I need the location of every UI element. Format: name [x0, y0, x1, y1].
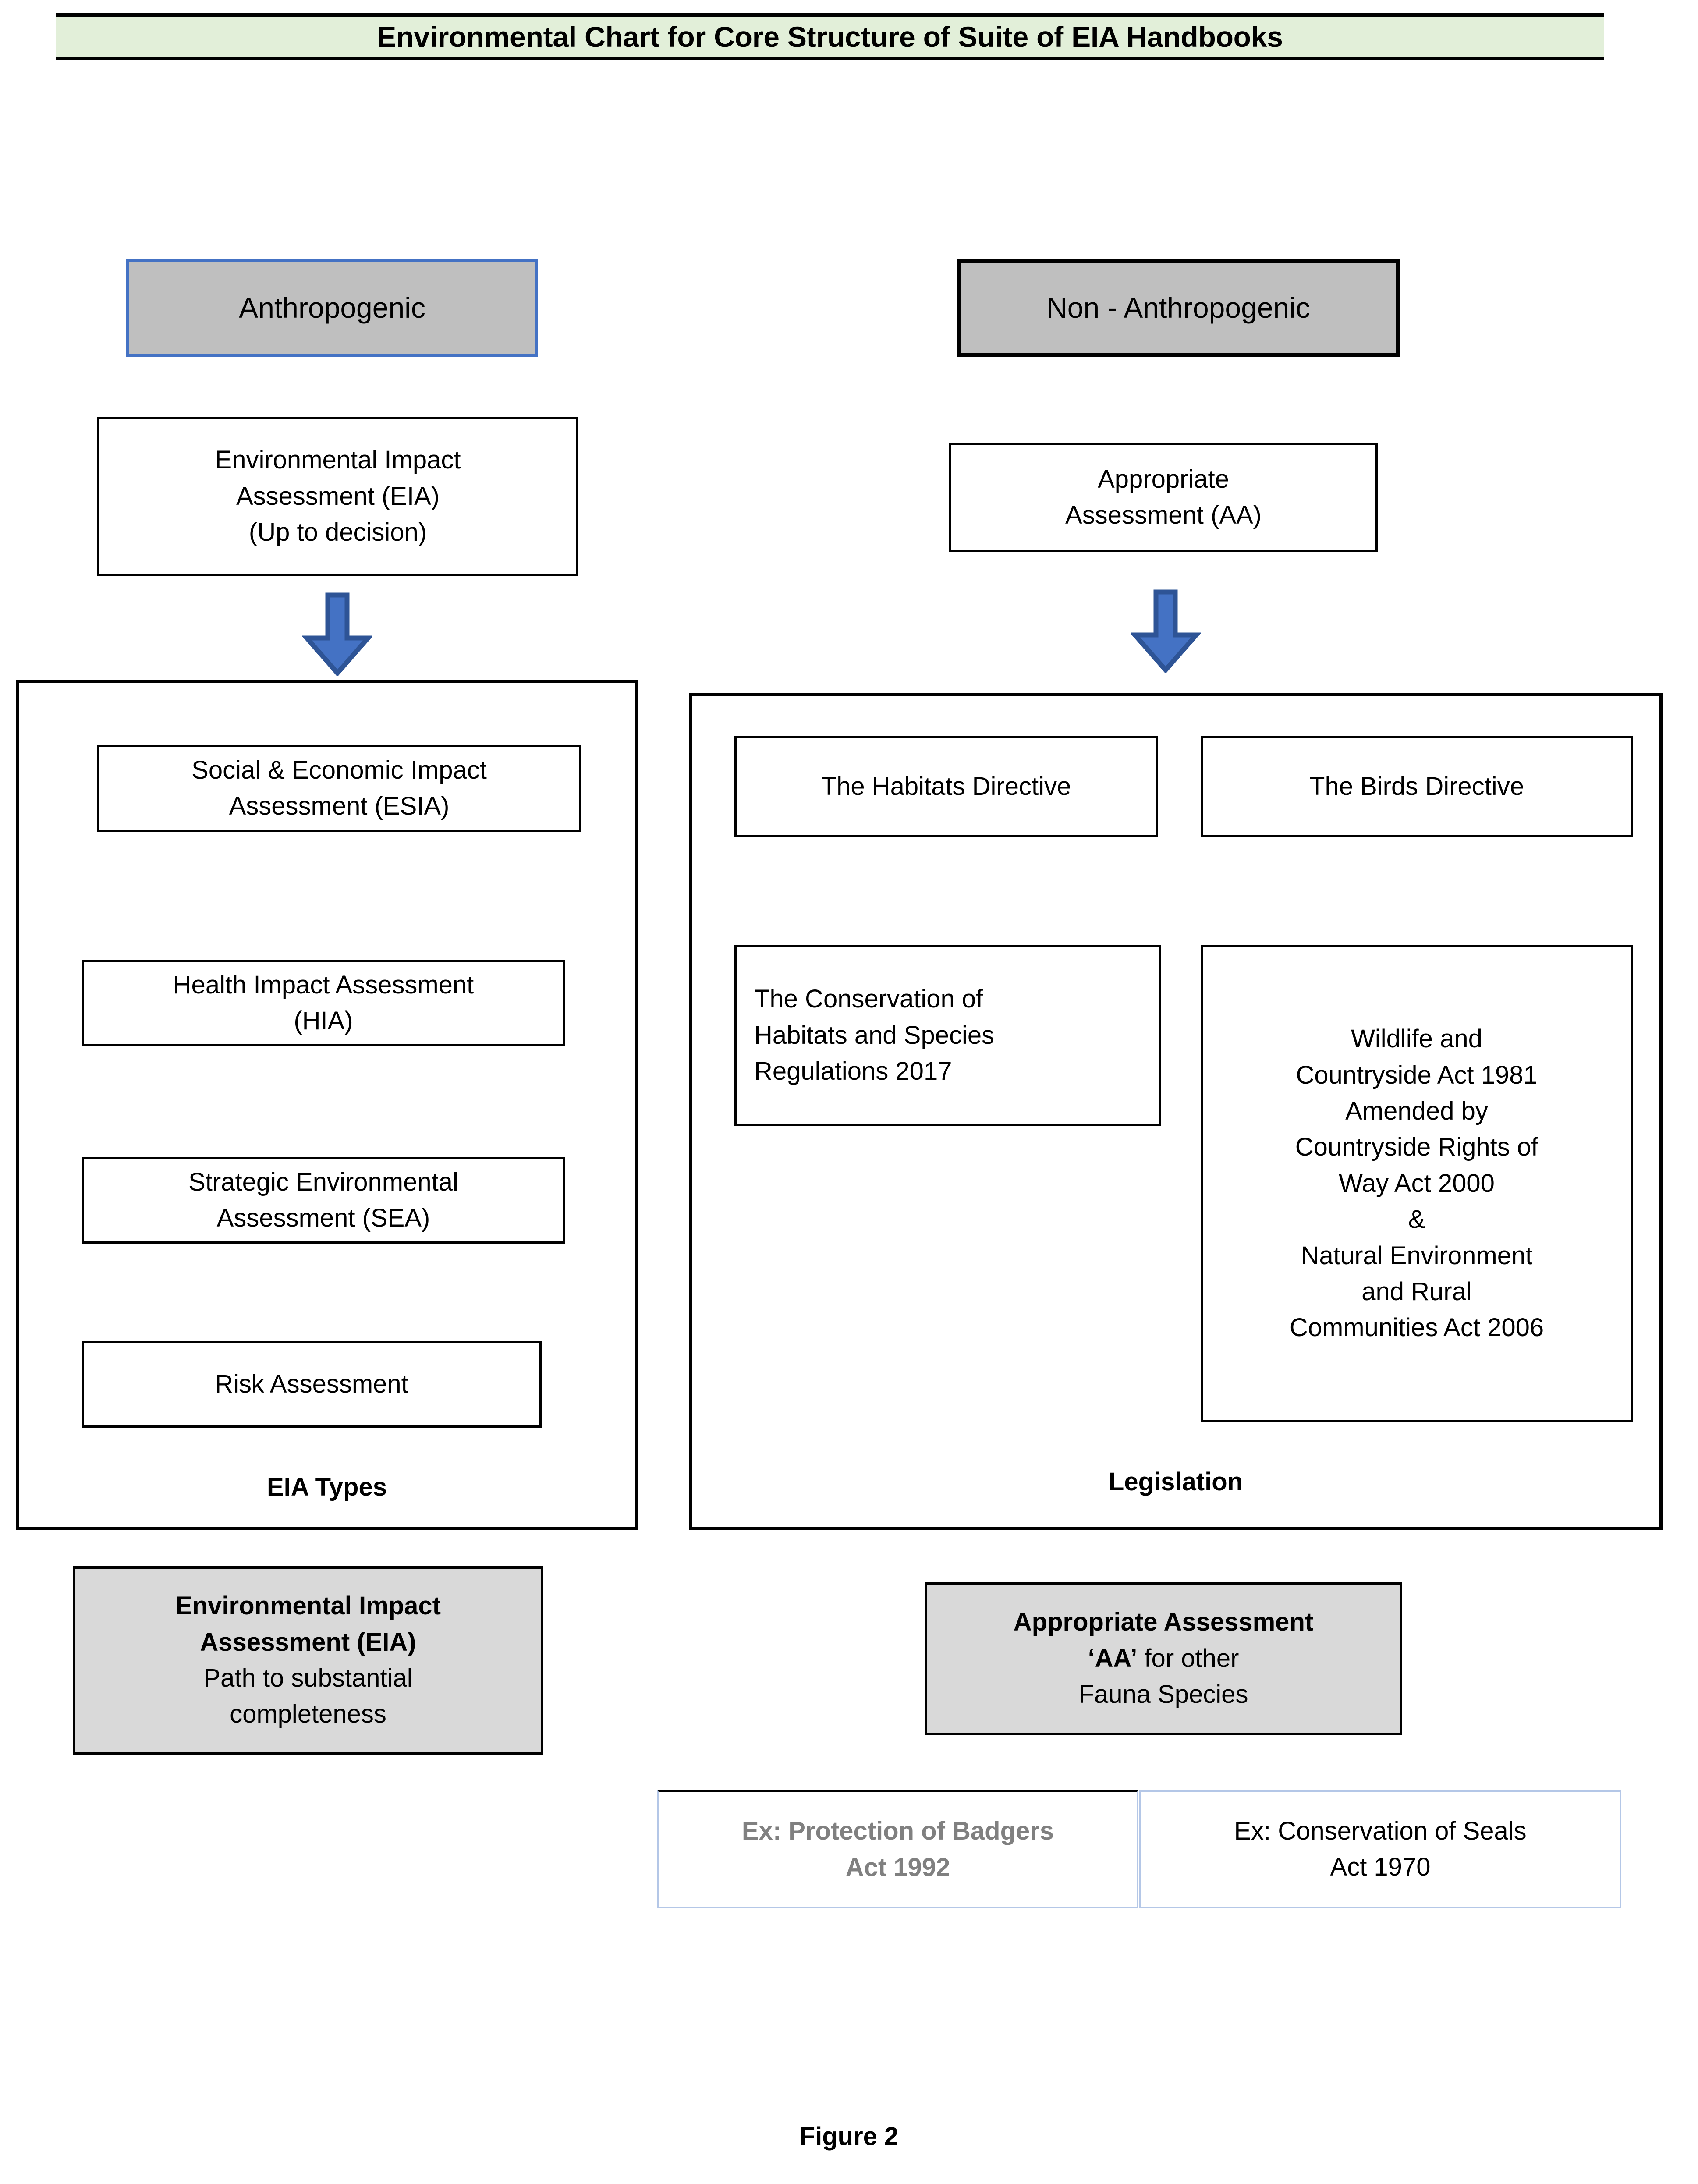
seals-line-2: Act 1970	[1330, 1853, 1431, 1881]
box-wildlife-countryside-act: Wildlife and Countryside Act 1981 Amende…	[1201, 945, 1633, 1422]
wildlife-line-2: Countryside Act 1981	[1296, 1060, 1538, 1089]
page-title: Environmental Chart for Core Structure o…	[377, 21, 1283, 53]
page-title-banner: Environmental Chart for Core Structure o…	[56, 13, 1604, 60]
summary-eia-line-2: Assessment (EIA)	[200, 1627, 416, 1656]
aa-line-2: Assessment (AA)	[1065, 501, 1262, 529]
badgers-line-1: Ex: Protection of Badgers	[741, 1817, 1054, 1846]
summary-aa-abbrev: ‘AA’	[1088, 1644, 1138, 1673]
wildlife-line-7: Natural Environment	[1301, 1241, 1533, 1270]
header-anthropogenic: Anthropogenic	[126, 259, 538, 357]
summary-aa-line-1: Appropriate Assessment	[1013, 1608, 1314, 1637]
seals-line-1: Ex: Conservation of Seals	[1234, 1816, 1527, 1845]
eia-line-3: (Up to decision)	[248, 518, 427, 547]
example-box-badgers-act: Ex: Protection of Badgers Act 1992	[657, 1790, 1138, 1908]
esia-line-2: Assessment (ESIA)	[229, 792, 450, 820]
header-non-anthropogenic: Non - Anthropogenic	[957, 259, 1400, 357]
box-health-impact-assessment: Health Impact Assessment (HIA)	[82, 960, 565, 1046]
eia-line-1: Environmental Impact	[215, 446, 461, 475]
summary-eia-line-4: completeness	[230, 1700, 386, 1729]
down-arrow-icon-right	[1131, 589, 1201, 673]
aa-line-1: Appropriate	[1098, 464, 1229, 493]
eia-line-2: Assessment (EIA)	[236, 482, 440, 511]
summary-aa-line-3: Fauna Species	[1078, 1680, 1248, 1709]
habitats-directive-label: The Habitats Directive	[821, 772, 1071, 801]
eia-types-label: EIA Types	[267, 1473, 387, 1501]
box-conservation-habitats-species-regulations: The Conservation of Habitats and Species…	[734, 945, 1161, 1126]
header-non-anthropogenic-label: Non - Anthropogenic	[1046, 291, 1310, 324]
box-risk-assessment: Risk Assessment	[82, 1341, 542, 1428]
esia-line-1: Social & Economic Impact	[191, 755, 487, 784]
hia-line-1: Health Impact Assessment	[173, 970, 474, 999]
summary-eia-line-1: Environmental Impact	[175, 1592, 441, 1620]
example-box-seals-act: Ex: Conservation of Seals Act 1970	[1139, 1790, 1621, 1908]
risk-line-1: Risk Assessment	[215, 1369, 408, 1398]
box-environmental-impact-assessment: Environmental Impact Assessment (EIA) (U…	[97, 417, 578, 576]
box-strategic-environmental-assessment: Strategic Environmental Assessment (SEA)	[82, 1157, 565, 1244]
wildlife-line-9: Communities Act 2006	[1289, 1313, 1544, 1342]
summary-box-eia: Environmental Impact Assessment (EIA) Pa…	[73, 1566, 543, 1755]
box-appropriate-assessment: Appropriate Assessment (AA)	[949, 443, 1378, 552]
sea-line-2: Assessment (SEA)	[216, 1204, 430, 1232]
badgers-line-2: Act 1992	[845, 1853, 950, 1882]
summary-box-appropriate-assessment: Appropriate Assessment ‘AA’ for other Fa…	[925, 1582, 1402, 1735]
birds-directive-label: The Birds Directive	[1309, 772, 1524, 801]
conservation-line-3: Regulations 2017	[754, 1057, 952, 1086]
conservation-line-1: The Conservation of	[754, 985, 983, 1014]
down-arrow-icon-left	[302, 592, 372, 676]
figure-caption: Figure 2	[799, 2122, 899, 2151]
box-social-economic-impact-assessment: Social & Economic Impact Assessment (ESI…	[97, 745, 581, 832]
box-birds-directive: The Birds Directive	[1201, 736, 1633, 837]
hia-line-2: (HIA)	[294, 1007, 353, 1035]
wildlife-line-3: Amended by	[1345, 1097, 1488, 1126]
wildlife-line-8: and Rural	[1361, 1277, 1472, 1306]
conservation-line-2: Habitats and Species	[754, 1021, 995, 1049]
summary-eia-line-3: Path to substantial	[203, 1664, 413, 1692]
wildlife-line-6: &	[1408, 1205, 1425, 1234]
legislation-label: Legislation	[1108, 1468, 1243, 1496]
wildlife-line-4: Countryside Rights of	[1295, 1133, 1538, 1162]
header-anthropogenic-label: Anthropogenic	[239, 291, 425, 324]
wildlife-line-5: Way Act 2000	[1339, 1169, 1495, 1198]
sea-line-1: Strategic Environmental	[188, 1167, 458, 1196]
box-habitats-directive: The Habitats Directive	[734, 736, 1158, 837]
summary-aa-line-2-rest: for other	[1137, 1644, 1239, 1673]
wildlife-line-1: Wildlife and	[1351, 1025, 1482, 1053]
